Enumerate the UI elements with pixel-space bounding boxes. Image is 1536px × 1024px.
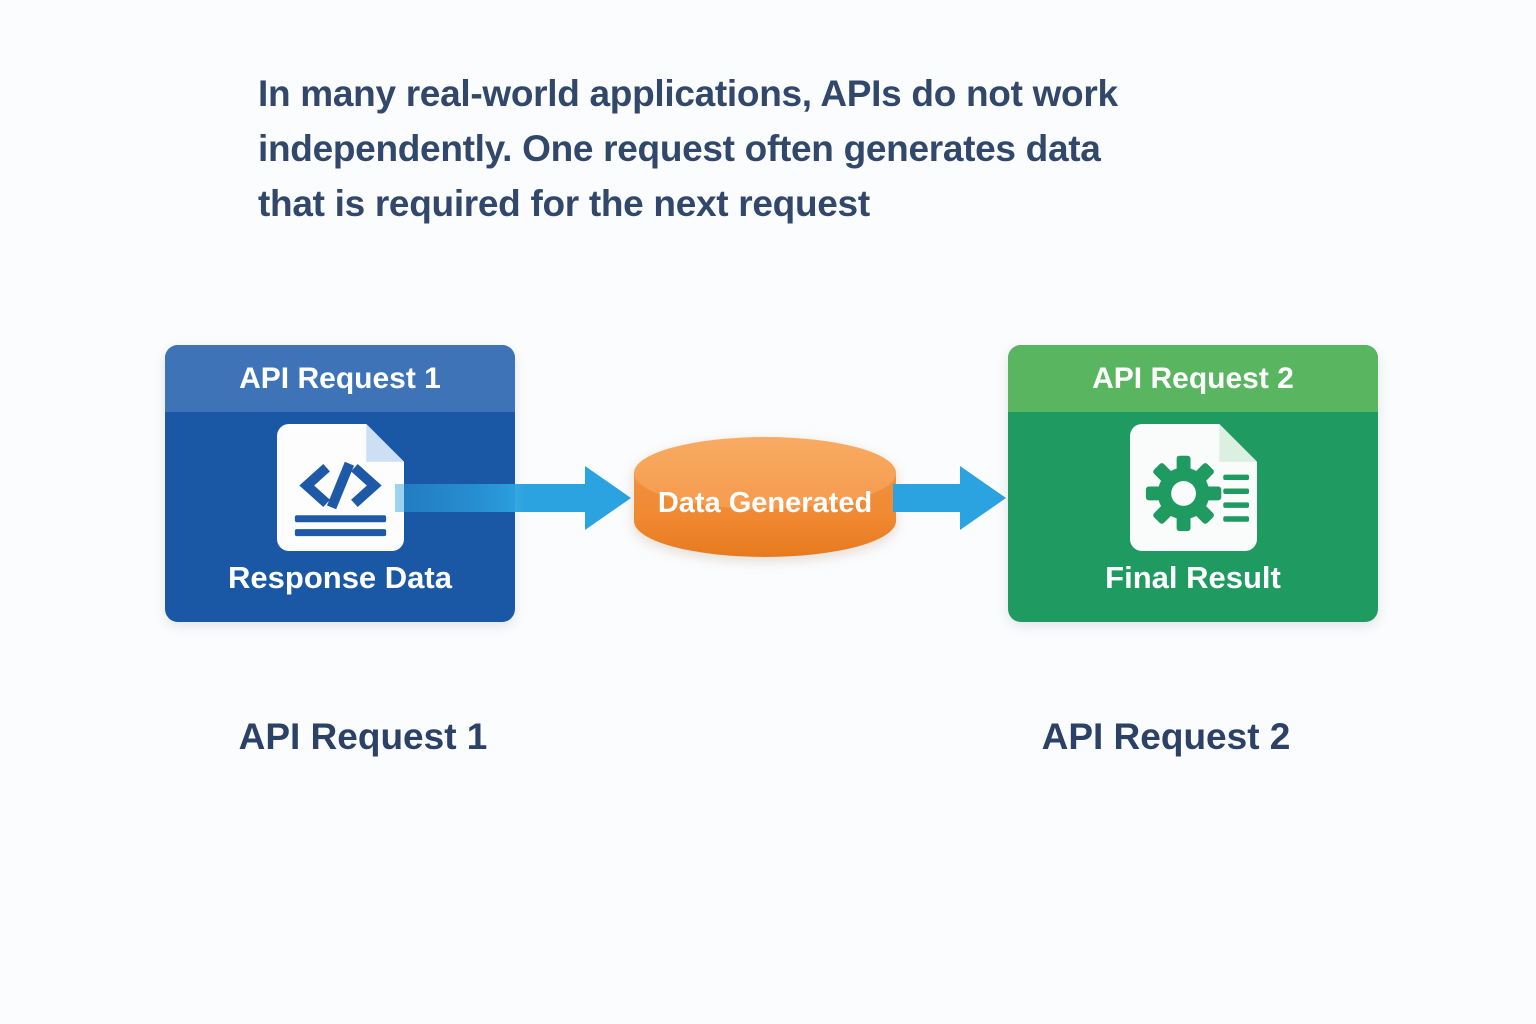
data-generated-label: Data Generated — [657, 487, 873, 519]
data-generated-cylinder: Data Generated — [634, 437, 896, 557]
final-result-label: Final Result — [1105, 560, 1281, 595]
response-data-label: Response Data — [228, 560, 452, 595]
api-request-1-box: API Request 1 Response Data — [165, 345, 515, 622]
arrow-right-icon — [395, 466, 631, 530]
arrow-right-icon — [893, 466, 1006, 530]
api-request-1-box-body: Response Data — [165, 412, 515, 622]
api-request-2-box-header: API Request 2 — [1008, 345, 1378, 412]
arrow-head — [585, 466, 631, 530]
intro-line-1: In many real-world applications, APIs do… — [258, 73, 1118, 114]
intro-line-2: independently. One request often generat… — [258, 128, 1101, 169]
code-document-icon — [276, 424, 404, 551]
api-request-1-box-header: API Request 1 — [165, 345, 515, 412]
intro-line-3: that is required for the next request — [258, 183, 870, 224]
footer-label-api-request-2: API Request 2 — [1041, 716, 1291, 757]
gear-document-icon — [1129, 424, 1257, 551]
api-request-2-box: API Request 2 — [1008, 345, 1378, 622]
arrow-head — [960, 466, 1006, 530]
cylinder-top — [634, 437, 896, 509]
arrow-shaft — [893, 484, 961, 512]
arrow-shaft — [395, 484, 586, 512]
footer-label-api-request-1: API Request 1 — [238, 716, 488, 757]
api-request-2-box-body: Final Result — [1008, 412, 1378, 622]
intro-text: In many real-world applications, APIs do… — [258, 66, 1118, 231]
